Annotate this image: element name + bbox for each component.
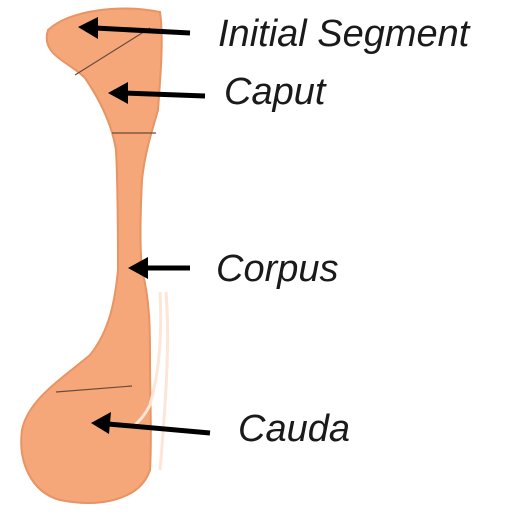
label-cauda: Cauda [238, 410, 350, 448]
label-corpus: Corpus [216, 250, 339, 288]
label-initial-segment: Initial Segment [218, 15, 469, 53]
label-caput: Caput [224, 73, 325, 111]
duct-line-outer [150, 292, 161, 405]
